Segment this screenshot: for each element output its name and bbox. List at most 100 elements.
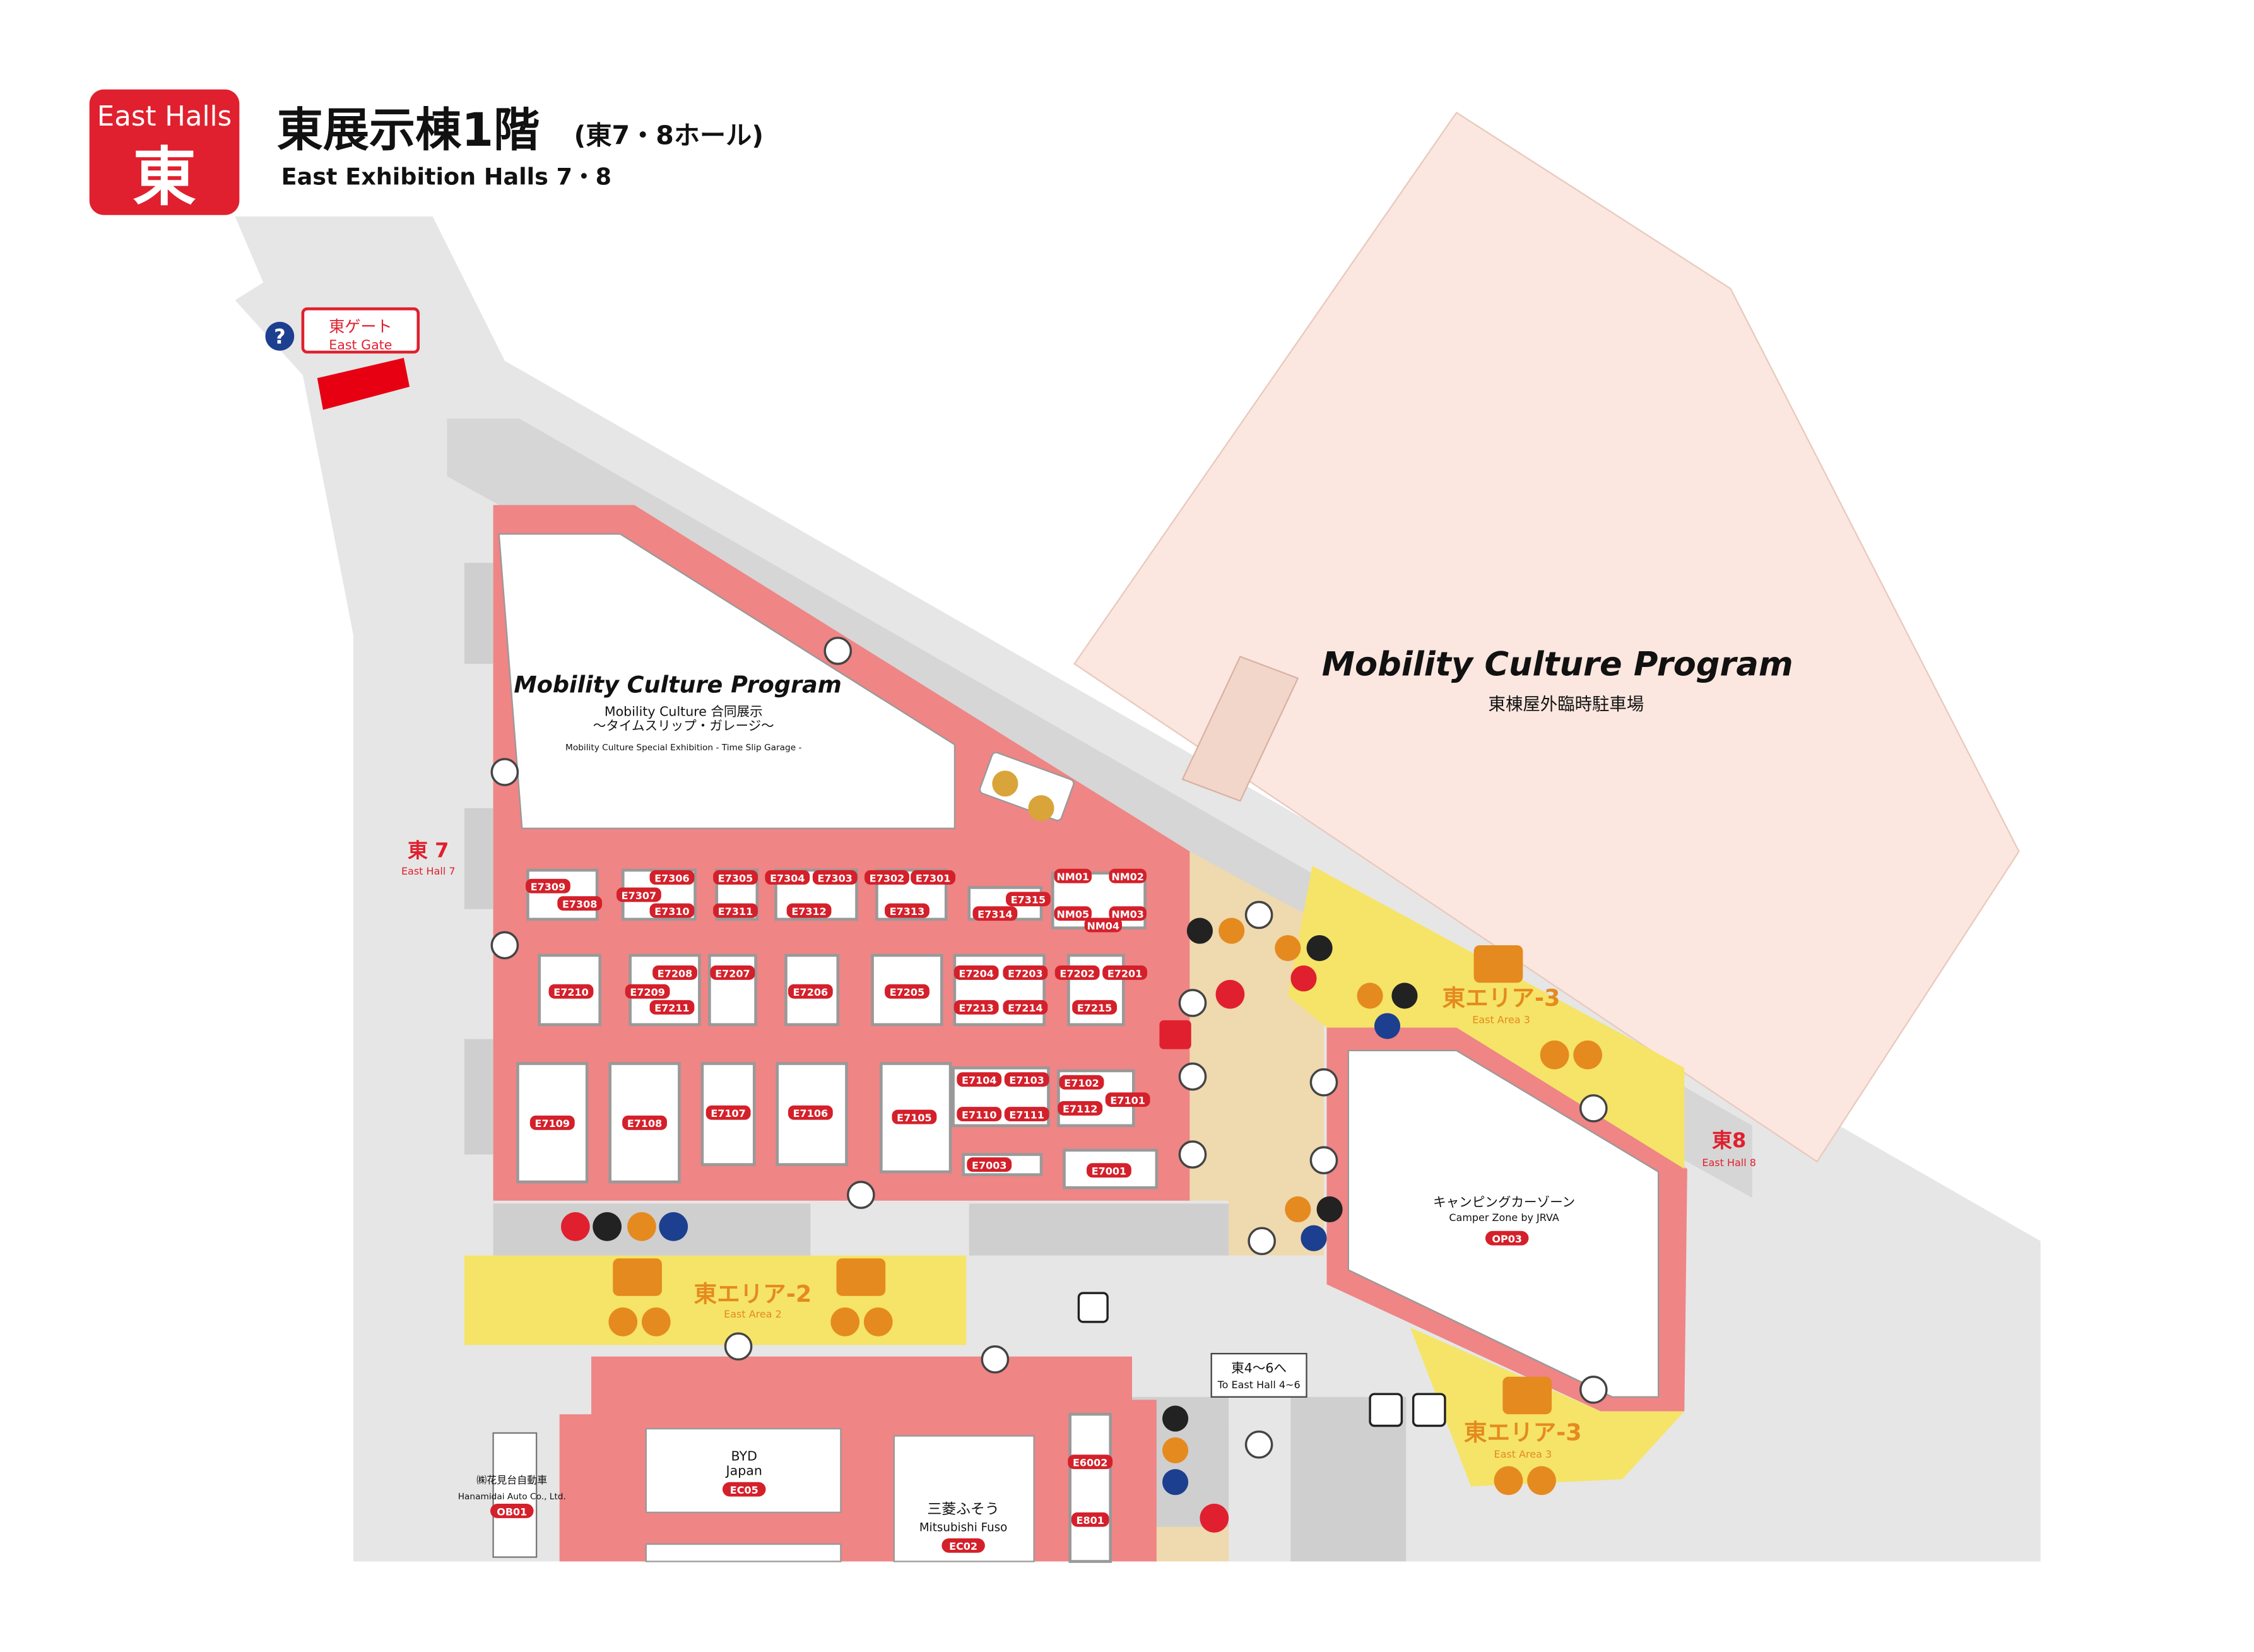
rest-area-icon-2[interactable] (863, 1307, 893, 1336)
restroom-men-women-icon[interactable] (1162, 1469, 1189, 1496)
booth-code: E7314 (977, 909, 1012, 921)
texts: East Halls 東 東展示棟1階 (東7・8ホール) East Exhib… (97, 101, 1793, 1553)
kitchen-car-icon-2[interactable] (830, 1307, 860, 1336)
rest-area-icon[interactable] (641, 1307, 671, 1336)
booth-code: E801 (1077, 1514, 1104, 1526)
emergency-exit-icon[interactable] (1412, 1393, 1446, 1427)
wheelchair-icon-2[interactable] (1306, 935, 1333, 962)
booth-tag[interactable]: E7109 (529, 1115, 575, 1130)
booth-tag[interactable]: E7204 (953, 965, 999, 980)
booth-tag[interactable]: E6002 (1068, 1454, 1113, 1470)
booth-tag[interactable]: E7108 (622, 1115, 667, 1130)
wheelchair-icon-4[interactable] (1316, 1196, 1343, 1223)
header-badge (89, 89, 240, 215)
booth-tag-bg (1084, 917, 1123, 933)
book-icon[interactable] (1159, 1020, 1191, 1049)
booth-tag[interactable]: NM05 (1054, 906, 1092, 921)
booth-tag[interactable]: E7308 (557, 896, 603, 911)
booth-tag[interactable]: E7306 (649, 870, 695, 885)
family-restroom-icon-4[interactable] (1357, 982, 1383, 1009)
booth-tag[interactable]: E7313 (885, 903, 929, 918)
kitchen-car-icon[interactable] (608, 1307, 638, 1336)
booth-tag[interactable]: E7206 (788, 984, 833, 999)
booth-tag[interactable]: E7314 (972, 906, 1018, 921)
booth-tag[interactable]: E7307 (616, 887, 661, 902)
booth-tag[interactable]: E7214 (1003, 1000, 1048, 1015)
locker-icon[interactable] (1186, 917, 1213, 944)
kitchen-car-icon-3[interactable] (1540, 1040, 1569, 1070)
booth-tag[interactable]: E7310 (649, 903, 695, 918)
booth-tag[interactable]: E7210 (548, 984, 594, 999)
booth-tag[interactable]: NM03 (1109, 906, 1147, 921)
booth-tag[interactable]: E7305 (713, 870, 758, 885)
information-icon[interactable] (265, 321, 295, 351)
booth-tag[interactable]: E7203 (1003, 965, 1048, 980)
booth-tag[interactable]: E7111 (1004, 1107, 1049, 1121)
booth-tag[interactable]: E7102 (1059, 1075, 1104, 1090)
booth-tag[interactable]: E7201 (1102, 965, 1147, 980)
booth-tag[interactable]: E7209 (625, 984, 670, 999)
restroom-icon[interactable] (1374, 1013, 1401, 1039)
booth-tag[interactable]: E7304 (765, 870, 810, 885)
booth-tag[interactable]: E7001 (1087, 1163, 1131, 1178)
booth-tag[interactable]: E7105 (892, 1109, 937, 1124)
booth-tag[interactable]: E7103 (1004, 1072, 1049, 1087)
kitchen-car-icon-4[interactable] (1494, 1466, 1523, 1496)
booth-tag[interactable]: E7312 (786, 903, 832, 918)
restroom-men-icon-2[interactable] (1301, 1225, 1327, 1251)
rest-area-icon-4[interactable] (1527, 1466, 1556, 1496)
mcp-outer-logo: Mobility Culture Program (1322, 645, 1793, 683)
smoking-area-icon[interactable] (1369, 1393, 1403, 1427)
booth-code: E7109 (535, 1118, 570, 1130)
booth-tag[interactable]: NM04 (1084, 917, 1123, 933)
booth-tag[interactable]: E7106 (788, 1105, 833, 1120)
booth-tag[interactable]: NM01 (1054, 868, 1092, 883)
east-area-3-top-label-en: East Area 3 (1472, 1013, 1530, 1025)
booth-tag[interactable]: E7303 (812, 870, 858, 885)
booth-code: E7306 (654, 872, 689, 884)
booth-tag[interactable]: E7213 (953, 1000, 999, 1015)
booth-code: E7101 (1110, 1095, 1145, 1107)
aed-icon-2[interactable] (1200, 1504, 1229, 1533)
booth-tag[interactable]: NM02 (1109, 868, 1147, 883)
booth-tag[interactable]: E7302 (864, 870, 909, 885)
booth-tag[interactable]: E7311 (713, 903, 758, 918)
booth-tag-bg (529, 1115, 575, 1130)
booth-tag[interactable]: E7110 (957, 1107, 1002, 1121)
booth-tag[interactable]: E7003 (967, 1157, 1012, 1172)
rest-area-icon-3[interactable] (1573, 1040, 1603, 1070)
restroom-women-icon[interactable] (561, 1212, 590, 1241)
family-restroom-icon[interactable] (627, 1212, 656, 1241)
booth-tag[interactable]: E7205 (885, 984, 929, 999)
family-restroom-icon-6[interactable] (1162, 1437, 1189, 1463)
booth-tag-bg (1006, 892, 1051, 907)
restroom-women-icon-2[interactable] (1290, 965, 1317, 992)
booth-tag[interactable]: E7101 (1105, 1092, 1150, 1107)
booth-tag[interactable]: E7104 (957, 1072, 1002, 1087)
mcp-inner-line1: Mobility Culture 合同展示 (605, 704, 763, 719)
restroom-men-icon[interactable] (659, 1212, 688, 1241)
wheelchair-icon-3[interactable] (1391, 982, 1418, 1009)
camper-zone-en: Camper Zone by JRVA (1449, 1212, 1559, 1224)
booth-code: E7202 (1059, 967, 1094, 979)
booth-tag[interactable]: E7215 (1072, 1000, 1118, 1015)
event-mascot-logo-4 (1502, 1376, 1552, 1415)
booth-tag[interactable]: E7202 (1054, 965, 1100, 980)
booth-tag[interactable]: E7211 (649, 1000, 695, 1015)
booth-tag[interactable]: E7301 (911, 870, 956, 885)
booth-tag[interactable]: E7315 (1006, 892, 1051, 907)
wheelchair-icon[interactable] (593, 1212, 622, 1241)
booth-tag[interactable]: E7208 (652, 965, 697, 980)
booth-tag[interactable]: E7207 (710, 965, 755, 980)
family-restroom-icon-2[interactable] (1218, 917, 1245, 944)
booth-tag[interactable]: E801 (1071, 1512, 1109, 1527)
booth-tag[interactable]: E7107 (705, 1105, 751, 1120)
booth-tag-bg (892, 1109, 937, 1124)
family-restroom-icon-5[interactable] (1285, 1196, 1311, 1223)
aed-icon[interactable] (1215, 979, 1245, 1009)
emergency-exit-icon-2[interactable] (1077, 1292, 1109, 1323)
family-restroom-icon-3[interactable] (1275, 935, 1301, 962)
booth-tag[interactable]: E7112 (1058, 1100, 1103, 1116)
booth-tag[interactable]: E7309 (526, 878, 570, 894)
wheelchair-icon-5[interactable] (1162, 1405, 1189, 1432)
